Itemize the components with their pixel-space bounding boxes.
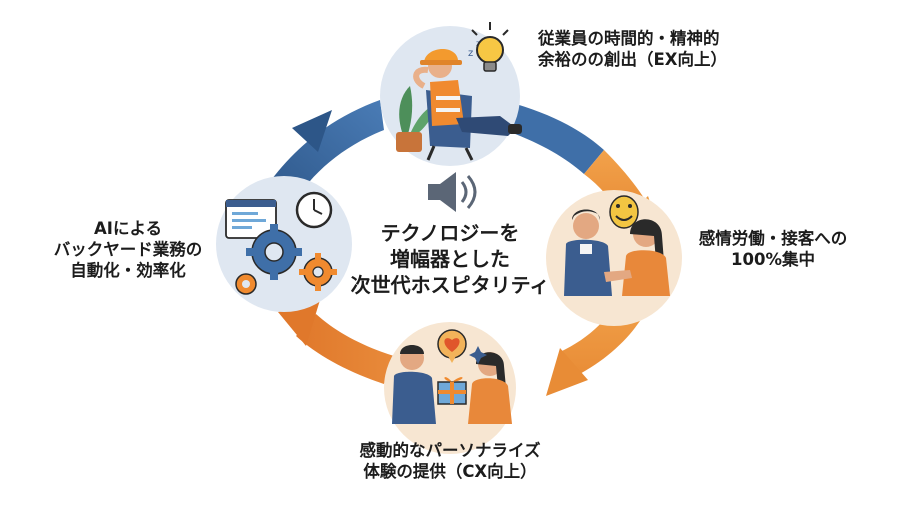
lightbulb-icon [471, 22, 509, 72]
center-title-line-1: テクノロジーを [380, 221, 520, 245]
node-left-label-line-3: 自動化・効率化 [70, 261, 186, 281]
node-right-label-line-1: 感情労働・接客への [698, 229, 848, 248]
speaker-icon [428, 172, 477, 212]
gift-giving-illustration [392, 329, 512, 424]
node-left-label-line-1: AIによる [94, 219, 162, 238]
node-right-label: 感情労働・接客への 100%集中 [668, 228, 878, 270]
node-right-label-line-2: 100%集中 [731, 250, 815, 270]
center-title-line-3: 次世代ホスピタリティ [350, 273, 550, 297]
node-left-label: AIによる バックヤード業務の 自動化・効率化 [28, 218, 228, 281]
node-top-label-line-1: 従業員の時間的・精神的 [538, 29, 720, 48]
center-title: テクノロジーを 増幅器とした 次世代ホスピタリティ [330, 220, 570, 298]
node-left-label-line-2: バックヤード業務の [53, 240, 203, 260]
center-title-line-2: 増幅器とした [390, 247, 510, 271]
node-top-label-line-2: 余裕のの創出（EX向上） [538, 50, 727, 70]
node-bottom-label-line-1: 感動的なパーソナライズ [359, 441, 541, 460]
node-bottom-label-line-2: 体験の提供（CX向上） [363, 462, 537, 482]
svg-text:z: z [468, 48, 473, 59]
node-bottom-label: 感動的なパーソナライズ 体験の提供（CX向上） [280, 440, 620, 482]
node-top-label: 従業員の時間的・精神的 余裕のの創出（EX向上） [538, 28, 727, 70]
automation-gears-illustration [225, 191, 337, 295]
customer-service-illustration [564, 195, 670, 296]
